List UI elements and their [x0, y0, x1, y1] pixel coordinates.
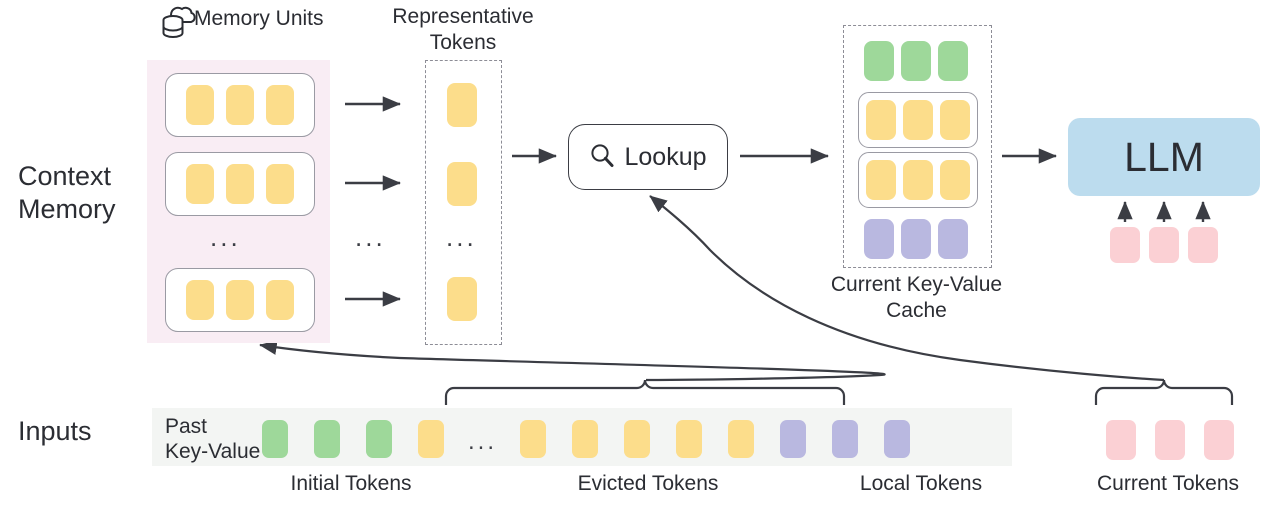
representative-token	[447, 162, 477, 206]
caption-evicted-tokens: Evicted Tokens	[577, 472, 719, 495]
evicted-tokens-brace	[444, 379, 846, 405]
llm-label: LLM	[1124, 133, 1204, 180]
memory-unit[interactable]	[165, 268, 315, 332]
memory-token	[226, 280, 254, 320]
lookup-button[interactable]: Lookup	[568, 124, 728, 190]
kv-cache-row-local	[864, 219, 970, 259]
kv-token-local	[901, 219, 931, 259]
input-token-evicted	[676, 420, 702, 458]
kv-token-initial	[901, 41, 931, 81]
memory-units-label: Memory Units	[194, 7, 324, 30]
input-token-evicted	[418, 420, 444, 458]
current-token-input	[1149, 227, 1179, 263]
memory-token	[186, 85, 214, 125]
memory-arrows-ellipsis: ...	[355, 222, 386, 252]
cloud-database-icon	[158, 3, 198, 45]
representative-tokens-box	[425, 60, 502, 345]
kv-token-local	[938, 219, 968, 259]
input-tokens-ellipsis: ...	[468, 428, 498, 455]
llm-box[interactable]: LLM	[1068, 118, 1260, 196]
current-token-input	[1188, 227, 1218, 263]
kv-token-retrieved	[866, 160, 896, 200]
search-icon	[589, 142, 615, 173]
memory-token	[186, 164, 214, 204]
representative-tokens-label: Representative Tokens	[392, 5, 534, 54]
kv-cache-row-initial	[864, 41, 970, 81]
kv-token-initial	[864, 41, 894, 81]
input-token-initial	[262, 420, 288, 458]
memory-token	[186, 280, 214, 320]
memory-unit[interactable]	[165, 152, 315, 216]
input-token-current	[1204, 420, 1234, 460]
input-token-local	[832, 420, 858, 458]
kv-token-initial	[938, 41, 968, 81]
context-memory-label: Context Memory	[18, 161, 116, 224]
kv-token-local	[864, 219, 894, 259]
inputs-label: Inputs	[18, 416, 92, 446]
representative-token	[447, 277, 477, 321]
caption-current-tokens: Current Tokens	[1096, 472, 1240, 495]
kv-token-retrieved	[866, 100, 896, 140]
input-token-initial	[314, 420, 340, 458]
input-token-evicted	[624, 420, 650, 458]
input-token-current	[1155, 420, 1185, 460]
memory-token	[266, 280, 294, 320]
past-key-value-label: Past Key-Value	[165, 415, 261, 463]
memory-token	[266, 85, 294, 125]
kv-cache-memory-unit	[858, 152, 978, 208]
representative-token	[447, 83, 477, 127]
memory-units-ellipsis: ...	[210, 222, 241, 252]
caption-initial-tokens: Initial Tokens	[290, 472, 412, 495]
memory-token	[266, 164, 294, 204]
memory-to-rep-arrows	[345, 96, 401, 307]
current-token-input	[1110, 227, 1140, 263]
representative-tokens-ellipsis: ...	[446, 222, 477, 252]
current-tokens-to-llm-arrows	[1117, 201, 1211, 222]
kv-token-retrieved	[940, 160, 970, 200]
input-token-local	[884, 420, 910, 458]
memory-unit[interactable]	[165, 73, 315, 137]
input-token-evicted	[520, 420, 546, 458]
caption-local-tokens: Local Tokens	[859, 472, 983, 495]
input-token-evicted	[572, 420, 598, 458]
memory-token	[226, 85, 254, 125]
input-token-evicted	[728, 420, 754, 458]
input-token-local	[780, 420, 806, 458]
current-kv-cache-label: Current Key-Value Cache	[830, 273, 1003, 322]
lookup-label: Lookup	[624, 142, 707, 171]
evicted-to-memory-curve	[259, 340, 886, 382]
memory-token	[226, 164, 254, 204]
kv-cache-memory-unit	[858, 92, 978, 148]
input-token-current	[1106, 420, 1136, 460]
current-kv-cache-box	[843, 25, 992, 268]
kv-token-retrieved	[903, 100, 933, 140]
input-token-initial	[366, 420, 392, 458]
kv-token-retrieved	[903, 160, 933, 200]
kv-token-retrieved	[940, 100, 970, 140]
current-tokens-brace	[1094, 379, 1234, 405]
